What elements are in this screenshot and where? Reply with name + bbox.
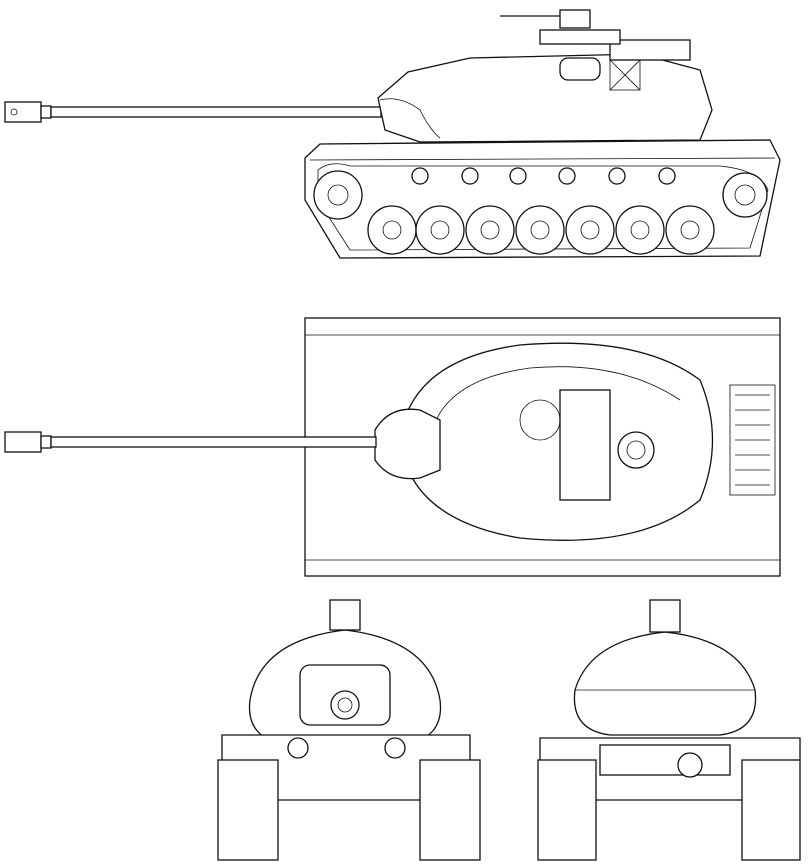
rear-turret (573, 631, 757, 736)
top-engine-grille (729, 384, 776, 496)
front-right-track (419, 759, 481, 861)
rear-right-track (741, 759, 801, 861)
top-mantlet (374, 408, 441, 480)
side-view (4, 9, 781, 259)
front-view (217, 599, 481, 861)
side-road-wheels (313, 167, 768, 255)
top-view (4, 317, 781, 577)
front-left-track (217, 759, 279, 861)
top-gun-barrel (4, 431, 377, 453)
top-turret (399, 342, 714, 541)
top-cupola (617, 431, 655, 469)
side-turret (377, 9, 713, 143)
rear-left-track (537, 759, 597, 861)
rear-view (537, 599, 801, 861)
side-gun-barrel (4, 101, 382, 123)
top-hatch (559, 389, 611, 501)
